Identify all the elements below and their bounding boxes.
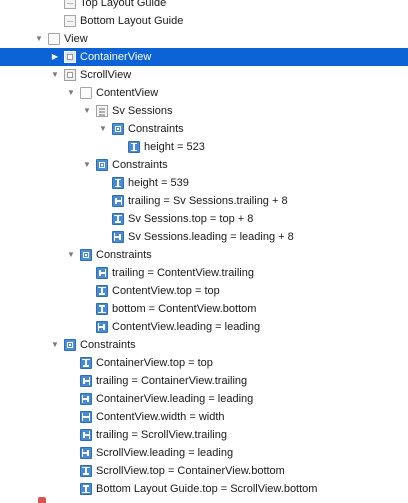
height-constraint-icon	[112, 177, 124, 189]
top-constraint-icon	[80, 465, 92, 477]
outline-row-label: height = 539	[128, 177, 189, 189]
leading-constraint-icon	[112, 231, 124, 243]
outline-row-label: Constraints	[112, 159, 168, 171]
outline-row-label: Constraints	[80, 339, 136, 351]
outline-row[interactable]: Sv Sessions.leading = leading + 8	[0, 228, 408, 246]
width-constraint-icon	[80, 411, 92, 423]
constraints-icon	[80, 249, 92, 261]
outline-row[interactable]: Bottom Layout Guide	[0, 12, 408, 30]
outline-row[interactable]: ▼ Constraints	[0, 156, 408, 174]
view-icon	[48, 33, 60, 45]
trailing-constraint-icon	[96, 267, 108, 279]
outline-row-label: trailing = ContentView.trailing	[112, 267, 254, 279]
outline-row[interactable]: ▼ View	[0, 30, 408, 48]
disclosure-expanded-icon[interactable]: ▼	[51, 340, 59, 349]
outline-row[interactable]: ContentView.width = width	[0, 408, 408, 426]
bottom-constraint-icon	[80, 483, 92, 495]
outline-row-label: ContentView.width = width	[96, 411, 225, 423]
disclosure-expanded-icon[interactable]: ▼	[35, 34, 43, 43]
scroll-view-icon	[64, 69, 76, 81]
outline-row[interactable]: ScrollView.leading = leading	[0, 444, 408, 462]
outline-row-label: Top Layout Guide	[80, 0, 167, 9]
outline-row-label: trailing = ContainerView.trailing	[96, 375, 248, 387]
outline-row-label: ContainerView.leading = leading	[96, 393, 254, 405]
outline-row-label: Constraints	[96, 249, 152, 261]
disclosure-expanded-icon[interactable]: ▼	[83, 160, 91, 169]
outline-row[interactable]: height = 523	[0, 138, 408, 156]
layout-guide-icon	[64, 15, 76, 27]
outline-row-label: Bottom Layout Guide.top = ScrollView.bot…	[96, 483, 318, 495]
trailing-constraint-icon	[112, 195, 124, 207]
outline-row-label: Sv Sessions.top = top + 8	[128, 213, 254, 225]
outline-row-label: Bottom Layout Guide	[80, 15, 184, 27]
outline-row[interactable]: Sv Sessions.top = top + 8	[0, 210, 408, 228]
disclosure-expanded-icon[interactable]: ▼	[83, 106, 91, 115]
outline-row[interactable]: trailing = ContainerView.trailing	[0, 372, 408, 390]
disclosure-expanded-icon[interactable]: ▼	[67, 250, 75, 259]
outline-row[interactable]: ▼ ScrollView	[0, 66, 408, 84]
constraints-icon	[112, 123, 124, 135]
outline-row-label: trailing = Sv Sessions.trailing + 8	[128, 195, 288, 207]
outline-row[interactable]: ▼ Sv Sessions	[0, 102, 408, 120]
outline-row-label: ContainerView.top = top	[96, 357, 213, 369]
top-constraint-icon	[96, 285, 108, 297]
disclosure-expanded-icon[interactable]: ▼	[99, 124, 107, 133]
trailing-constraint-icon	[80, 429, 92, 441]
outline-row[interactable]: ▶ ContainerView	[0, 48, 408, 66]
container-view-icon	[64, 51, 76, 63]
top-constraint-icon	[80, 357, 92, 369]
outline-row[interactable]: trailing = Sv Sessions.trailing + 8	[0, 192, 408, 210]
top-constraint-icon	[112, 213, 124, 225]
outline-row[interactable]: ▼ ContentView	[0, 84, 408, 102]
outline-row[interactable]: height = 539	[0, 174, 408, 192]
stack-view-icon	[96, 105, 108, 117]
outline-row-label: ScrollView.leading = leading	[96, 447, 234, 459]
outline-row[interactable]: ScrollView.top = ContainerView.bottom	[0, 462, 408, 480]
leading-constraint-icon	[96, 321, 108, 333]
outline-row-label: trailing = ScrollView.trailing	[96, 429, 227, 441]
disclosure-collapsed-icon[interactable]: ▶	[51, 52, 59, 61]
outline-row[interactable]: ▼ Constraints	[0, 336, 408, 354]
outline-row-label: ContainerView	[80, 51, 152, 63]
outline-row[interactable]: ▼ Constraints	[0, 120, 408, 138]
outline-row[interactable]: bottom = ContentView.bottom	[0, 300, 408, 318]
constraints-icon	[96, 159, 108, 171]
outline-row[interactable]: ContainerView.leading = leading	[0, 390, 408, 408]
outline-row-label: bottom = ContentView.bottom	[112, 303, 257, 315]
outline-row-label: Sv Sessions	[112, 105, 173, 117]
outline-row[interactable]: ContentView.leading = leading	[0, 318, 408, 336]
outline-row-label: ContentView.leading = leading	[112, 321, 261, 333]
leading-constraint-icon	[80, 393, 92, 405]
bottom-constraint-icon	[96, 303, 108, 315]
outline-row-label: View	[64, 33, 88, 45]
outline-row[interactable]: ContentView.top = top	[0, 282, 408, 300]
outline-row-label: height = 523	[144, 141, 205, 153]
constraints-icon	[64, 339, 76, 351]
outline-row-label: Constraints	[128, 123, 184, 135]
outline-row[interactable]: ▼ Constraints	[0, 246, 408, 264]
outline-row[interactable]: Top Layout Guide	[0, 0, 408, 12]
disclosure-expanded-icon[interactable]: ▼	[67, 88, 75, 97]
outline-row-label: ScrollView.top = ContainerView.bottom	[96, 465, 285, 477]
trailing-constraint-icon	[80, 375, 92, 387]
outline-row[interactable]: Bottom Layout Guide.top = ScrollView.bot…	[0, 480, 408, 498]
view-icon	[80, 87, 92, 99]
outline-row-label: ContentView.top = top	[112, 285, 220, 297]
layout-guide-icon	[64, 0, 76, 9]
disclosure-expanded-icon[interactable]: ▼	[51, 70, 59, 79]
leading-constraint-icon	[80, 447, 92, 459]
outline-row-label: ContentView	[96, 87, 159, 99]
issue-marker-icon	[38, 497, 46, 503]
outline-row[interactable]: trailing = ContentView.trailing	[0, 264, 408, 282]
outline-row[interactable]: trailing = ScrollView.trailing	[0, 426, 408, 444]
height-constraint-icon	[128, 141, 140, 153]
outline-row-label: Sv Sessions.leading = leading + 8	[128, 231, 294, 243]
outline-row-label: ScrollView	[80, 69, 132, 81]
outline-row[interactable]: ContainerView.top = top	[0, 354, 408, 372]
